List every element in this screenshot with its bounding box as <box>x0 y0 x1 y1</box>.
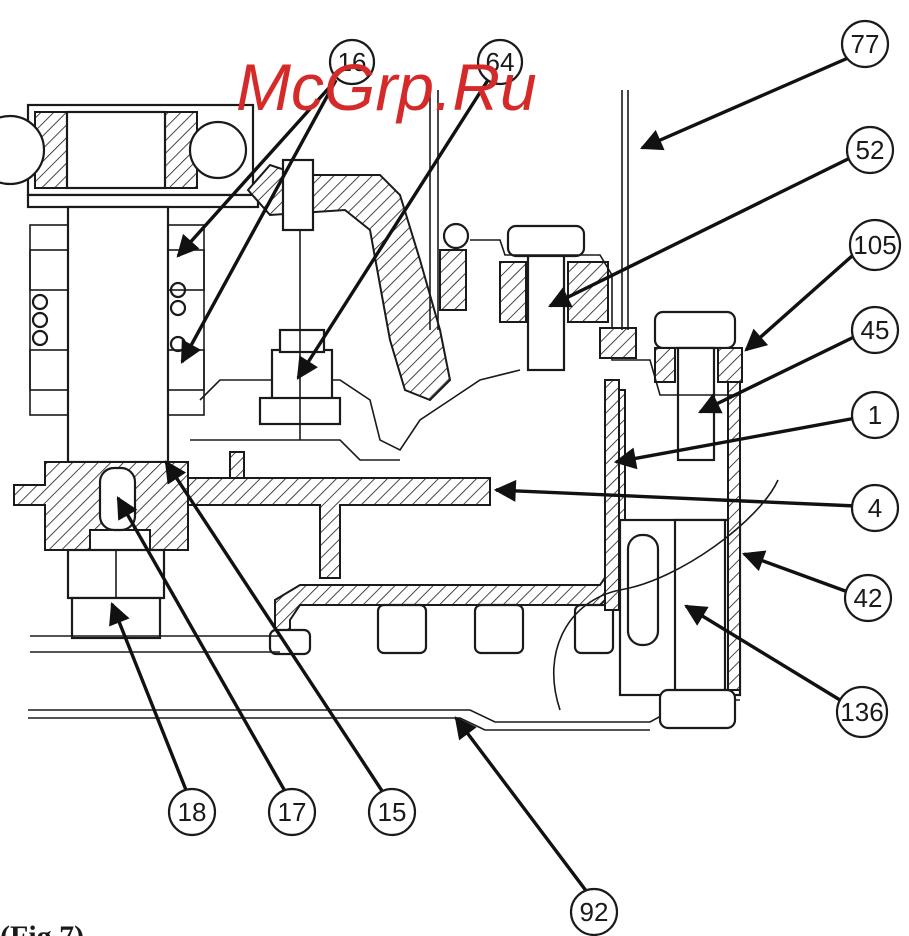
shaft-assembly <box>0 103 260 640</box>
leader-64 <box>296 79 490 380</box>
callout-1: 1 <box>850 390 900 440</box>
svg-text:64: 64 <box>486 47 515 77</box>
leader-16a <box>176 78 338 258</box>
svg-text:52: 52 <box>856 135 885 165</box>
leader-77 <box>639 56 849 151</box>
leader-15 <box>164 460 390 801</box>
leader-92 <box>454 716 592 898</box>
svg-text:4: 4 <box>868 493 882 523</box>
leader-42 <box>741 550 849 594</box>
svg-text:42: 42 <box>854 583 883 613</box>
leader-1 <box>613 416 857 470</box>
svg-text:15: 15 <box>378 797 407 827</box>
callout-45: 45 <box>850 305 900 355</box>
svg-text:92: 92 <box>580 897 609 927</box>
leader-18 <box>109 601 192 801</box>
leader-17 <box>116 496 292 801</box>
svg-text:16: 16 <box>338 47 367 77</box>
callout-77: 77 <box>840 19 890 69</box>
callout-18: 18 <box>167 787 217 837</box>
svg-text:18: 18 <box>178 797 207 827</box>
figure-caption: (Fig.7) <box>0 920 84 936</box>
leader-136 <box>684 604 841 702</box>
svg-text:17: 17 <box>278 797 307 827</box>
leader-16b <box>180 79 338 364</box>
svg-text:77: 77 <box>851 29 880 59</box>
callout-15: 15 <box>367 787 417 837</box>
leader-105 <box>744 254 854 352</box>
leader-4 <box>493 479 857 508</box>
callout-17: 17 <box>267 787 317 837</box>
leader-lines <box>109 56 857 898</box>
callout-42: 42 <box>843 573 893 623</box>
callout-16: 16 <box>328 38 376 86</box>
svg-text:1: 1 <box>868 400 882 430</box>
svg-text:45: 45 <box>861 315 890 345</box>
callout-136: 136 <box>835 685 889 739</box>
leader-45 <box>698 334 857 414</box>
callout-64: 64 <box>476 38 524 86</box>
svg-text:136: 136 <box>840 697 883 727</box>
spring-coils-left <box>31 281 187 353</box>
watermark-text: McGrp.Ru <box>236 50 537 124</box>
callout-4: 4 <box>850 483 900 533</box>
callout-52: 52 <box>845 125 895 175</box>
svg-text:105: 105 <box>853 230 896 260</box>
leader-52 <box>548 156 851 308</box>
callout-92: 92 <box>569 887 619 936</box>
callout-105: 105 <box>848 218 902 272</box>
housing <box>28 90 779 731</box>
